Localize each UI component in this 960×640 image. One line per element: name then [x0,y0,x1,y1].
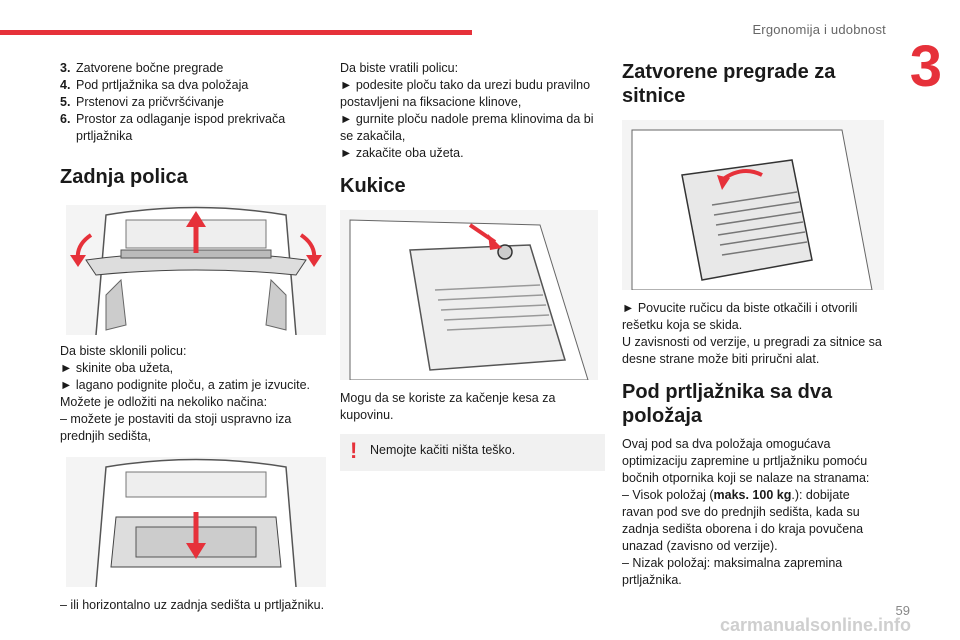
header-accent-bar [0,30,472,35]
list-item: 3.Zatvorene bočne pregrade [60,61,224,75]
watermark: carmanualsonline.info [720,615,912,635]
column-2: Da biste vratili policu: ► podesite ploč… [340,60,605,471]
section-heading-compartments: Zatvorene pregrade za sitnice [622,61,836,107]
column-1: 3.Zatvorene bočne pregrade 4.Pod prtljaž… [60,60,328,614]
chapter-title: Ergonomija i udobnost [752,22,886,37]
floor-description: Ovaj pod sa dva položaja omogućava optim… [622,437,870,485]
column-3: Zatvorene pregrade za sitnice ► Povucite… [622,60,884,589]
list-item: 6.Prostor za odlaganje ispod prekrivača … [60,112,286,143]
section-heading-floor: Pod prtljažnika sa dva položaja [622,381,833,427]
page-number: 59 [895,603,910,618]
list-item: 5.Prstenovi za pričvršćivanje [60,95,224,109]
hooks-description: Mogu da se koriste za kačenje kesa za ku… [340,391,556,422]
compartment-illustration [622,120,884,290]
warning-icon: ! [350,438,358,463]
shelf-stored-illustration [66,457,326,587]
remove-shelf-instructions: Da biste sklonili policu: ► skinite oba … [60,344,311,443]
floor-low-position: – Nizak položaj: maksimalna zapremina pr… [622,556,843,587]
section-heading-rear-shelf: Zadnja polica [60,166,188,188]
compartment-instructions: ► Povucite ručicu da biste otkačili i ot… [622,301,882,366]
section-heading-hooks: Kukice [340,175,406,197]
numbered-list: 3.Zatvorene bočne pregrade 4.Pod prtljaž… [60,60,328,145]
list-item: 4.Pod prtljažnika sa dva položaja [60,78,249,92]
chapter-number: 3 [909,34,942,99]
horizontal-storage-text: – ili horizontalno uz zadnja sedišta u p… [60,598,325,612]
hooks-illustration [340,210,598,380]
warning-box: ! Nemojte kačiti ništa teško. [340,434,605,471]
refit-shelf-instructions: Da biste vratili policu: ► podesite ploč… [340,61,594,160]
floor-high-position: – Visok položaj (maks. 100 kg.): dobijat… [622,488,864,553]
rear-shelf-illustration [66,205,326,335]
